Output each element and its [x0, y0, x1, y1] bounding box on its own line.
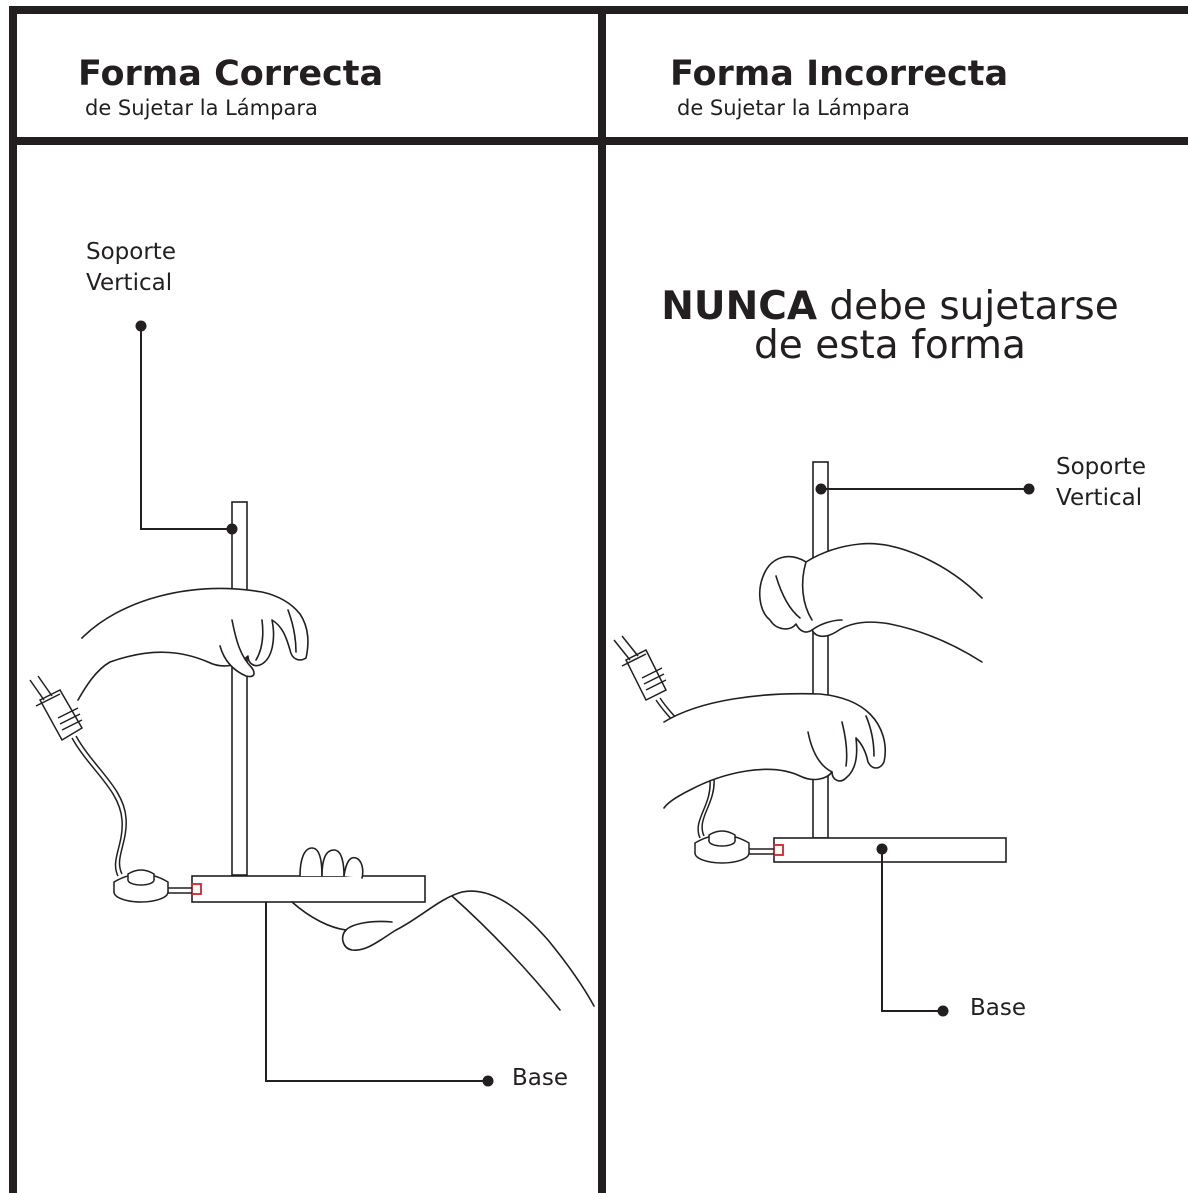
connector-left [191, 883, 202, 895]
power-cord-left [71, 735, 192, 894]
callout-dot [876, 843, 888, 855]
callout-dot [1023, 483, 1035, 495]
callout-dot [815, 483, 827, 495]
hand-icon [758, 542, 983, 663]
label-vertical-right-line1: Soporte [1056, 454, 1146, 480]
callout-dot [482, 1075, 494, 1087]
vertical-rod-right [812, 461, 829, 839]
callout-dot [226, 523, 238, 535]
label-vertical-left-line2: Vertical [86, 270, 173, 296]
hand-icon [663, 692, 886, 809]
connector-right [773, 844, 784, 856]
hand-icon [291, 847, 595, 1011]
callout-base-right [881, 849, 943, 1012]
foot-switch-icon [694, 830, 750, 864]
left-panel-title: Forma Correcta [78, 54, 384, 94]
label-vertical-left-line1: Soporte [86, 239, 176, 265]
base-bar-left [191, 875, 426, 903]
callout-dot [135, 320, 147, 332]
plug-icon [613, 635, 668, 702]
right-panel-subtitle: de Sujetar la Lámpara [677, 96, 910, 120]
label-base-right: Base [970, 995, 1027, 1021]
callout-dot [937, 1005, 949, 1017]
warning-strong: NUNCA [661, 284, 818, 329]
callout-vertical-left [140, 326, 232, 530]
frame [9, 6, 1188, 1193]
plug-icon [29, 675, 84, 742]
vertical-rod-left [231, 501, 248, 876]
label-base-left: Base [512, 1065, 569, 1091]
warning-rest: debe sujetarse [817, 284, 1119, 329]
label-vertical-right-line2: Vertical [1056, 485, 1143, 511]
foot-switch-icon [113, 869, 169, 903]
hand-icon [77, 587, 309, 701]
right-panel-title: Forma Incorrecta [670, 54, 1009, 94]
left-panel-subtitle: de Sujetar la Lámpara [85, 96, 318, 120]
label-vertical-right: Soporte Vertical [1056, 452, 1146, 514]
base-bar-right [773, 837, 1007, 863]
label-vertical-left: Soporte Vertical [86, 237, 176, 299]
callout-base-left [265, 902, 488, 1082]
warning-line2: de esta forma [754, 323, 1026, 368]
warning-line1: NUNCA debe sujetarse [610, 287, 1170, 326]
warning-message: NUNCA debe sujetarse de esta forma [610, 287, 1170, 365]
